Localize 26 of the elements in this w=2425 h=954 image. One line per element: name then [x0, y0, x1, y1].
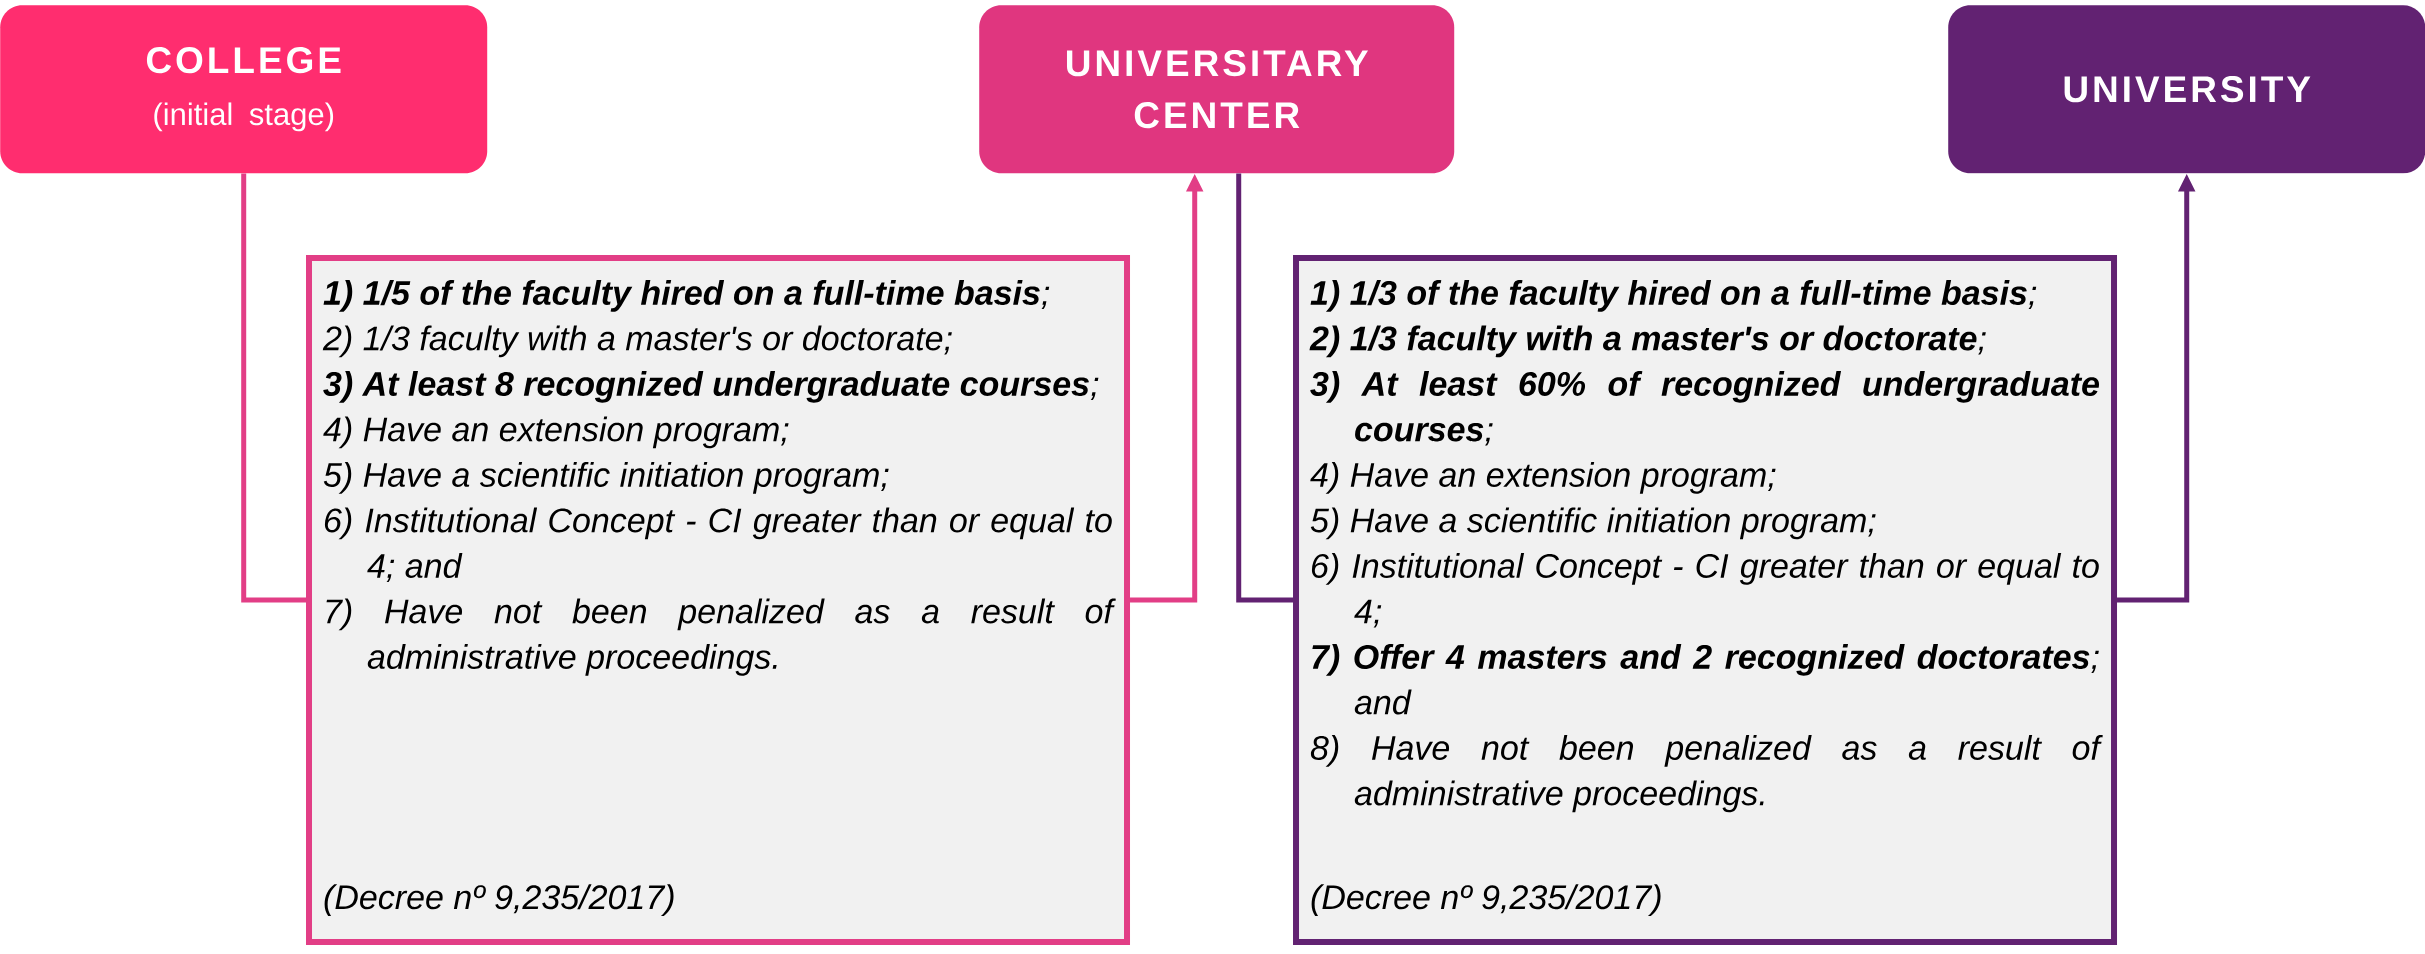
list-item: 3) At least 60% of recognized undergraduate courses; [1310, 371, 2099, 446]
list-item: 8) Have not been penalized as a result of administrative proceedings. [1310, 735, 2103, 813]
list-item: 2) 1/3 faculty with a master's or doctorate; [322, 325, 952, 358]
decree-note: (Decree nº 9,235/2017) [324, 884, 674, 916]
requirements-box [1293, 255, 2117, 945]
list-item: 2) 1/3 faculty with a master's or doctorate; [1309, 325, 1986, 358]
list-item: 5) Have a scientific initiation program; [1310, 507, 1876, 540]
requirements-box [306, 255, 1130, 945]
list-item: 7) Offer 4 masters and 2 recognized doctorates; and [1312, 644, 2099, 715]
stage-title: UNIVERSITY [2064, 76, 2311, 103]
list-item: 4) Have an extension program; [1310, 462, 1776, 494]
list-item: 6) Institutional Concept - CI greater than or equal to 4; and [324, 507, 1112, 582]
list-item: 3) At least 8 recognized undergraduate courses; [323, 371, 1099, 403]
stage-title: UNIVERSITARY CENTER [1067, 50, 1369, 129]
list-item: 6) Institutional Concept - CI greater than or equal to 4; [1311, 553, 2099, 628]
list-item: 5) Have a scientific initiation program; [323, 462, 889, 494]
list-item: 4) Have an extension program; [323, 416, 789, 449]
stage-title: COLLEGE [146, 47, 341, 74]
stage-box [1948, 5, 2425, 174]
list-item: 1) 1/3 of the faculty hired on a full-time basis; [1310, 280, 2037, 312]
stage-box [979, 5, 1455, 174]
list-item: 7) Have not been penalized as a result of administrative proceedings. [326, 598, 1116, 676]
list-item: 1) 1/5 of the faculty hired on a full-time basis; [323, 280, 1050, 312]
stage-subtitle: (initial stage) [154, 102, 334, 132]
decree-note: (Decree nº 9,235/2017) [1311, 884, 1661, 916]
stage-box [0, 5, 488, 174]
